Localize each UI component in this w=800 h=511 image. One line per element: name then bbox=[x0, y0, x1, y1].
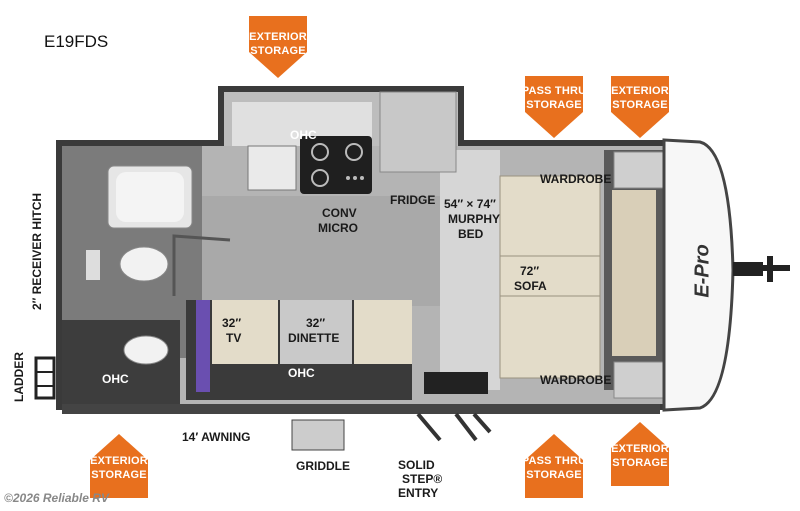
griddle-box bbox=[291, 419, 345, 451]
front-cap bbox=[662, 138, 735, 412]
wardrobe-bottom-box bbox=[613, 361, 667, 399]
wardrobe-bottom-label: WARDROBE bbox=[540, 373, 612, 387]
wardrobe-top-box bbox=[613, 151, 667, 189]
burner-2 bbox=[345, 143, 363, 161]
knob-1 bbox=[346, 176, 350, 180]
knob-2 bbox=[353, 176, 357, 180]
dinette-size-label: 32″ bbox=[306, 316, 326, 330]
fridge bbox=[379, 91, 457, 173]
step-label-3: ENTRY bbox=[398, 486, 439, 500]
wardrobe-top-label: WARDROBE bbox=[540, 172, 612, 186]
sofa-size-label: 72″ bbox=[520, 264, 540, 278]
knob-3 bbox=[360, 176, 364, 180]
tongue-jack bbox=[760, 256, 790, 282]
step-label-2: STEP® bbox=[402, 472, 443, 486]
ladder-drawing bbox=[34, 356, 56, 400]
ohc-kitchen-label: OHC bbox=[290, 128, 317, 142]
bath-door bbox=[172, 234, 231, 296]
ladder-label: LADDER bbox=[12, 352, 26, 402]
murphy-bed-area bbox=[440, 150, 500, 390]
burner-3 bbox=[311, 169, 329, 187]
cooktop bbox=[300, 136, 372, 194]
ohc-dinette-label: OHC bbox=[288, 366, 315, 380]
step-well bbox=[424, 372, 488, 394]
bed-size-label: 54″ × 74″ bbox=[444, 197, 496, 211]
tv-panel bbox=[196, 300, 210, 392]
bed-label: BED bbox=[458, 227, 484, 241]
entry-step bbox=[416, 412, 492, 442]
tongue bbox=[733, 262, 763, 276]
micro-label: MICRO bbox=[318, 221, 358, 235]
awning-rail bbox=[62, 404, 660, 414]
kitchen-sink bbox=[247, 145, 297, 191]
front-cushion bbox=[612, 190, 656, 356]
sofa-label: SOFA bbox=[514, 279, 547, 293]
watermark: ©2026 Reliable RV bbox=[4, 491, 109, 505]
conv-label: CONV bbox=[322, 206, 357, 220]
dinette-table bbox=[280, 300, 352, 364]
bath-vanity-area bbox=[62, 320, 180, 404]
dinette-seat-left bbox=[212, 300, 278, 364]
toilet bbox=[119, 246, 169, 282]
burner-1 bbox=[311, 143, 329, 161]
awning-label: 14′ AWNING bbox=[182, 430, 251, 444]
dinette-label: DINETTE bbox=[288, 331, 340, 345]
dinette-seat-right bbox=[354, 300, 412, 364]
brand-logo: E-Pro bbox=[691, 244, 714, 298]
griddle-label: GRIDDLE bbox=[296, 459, 350, 473]
fridge-label: FRIDGE bbox=[390, 193, 436, 207]
tub-basin bbox=[116, 172, 184, 222]
tv-label: TV bbox=[226, 331, 242, 345]
model-name: E19FDS bbox=[44, 32, 109, 51]
sofa bbox=[499, 175, 601, 379]
step-label-1: SOLID bbox=[398, 458, 435, 472]
tv-size-label: 32″ bbox=[222, 316, 242, 330]
toilet-paper bbox=[86, 250, 100, 280]
ohc-bath-label: OHC bbox=[102, 372, 129, 386]
murphy-label: MURPHY bbox=[448, 212, 501, 226]
bath-sink bbox=[123, 335, 169, 365]
